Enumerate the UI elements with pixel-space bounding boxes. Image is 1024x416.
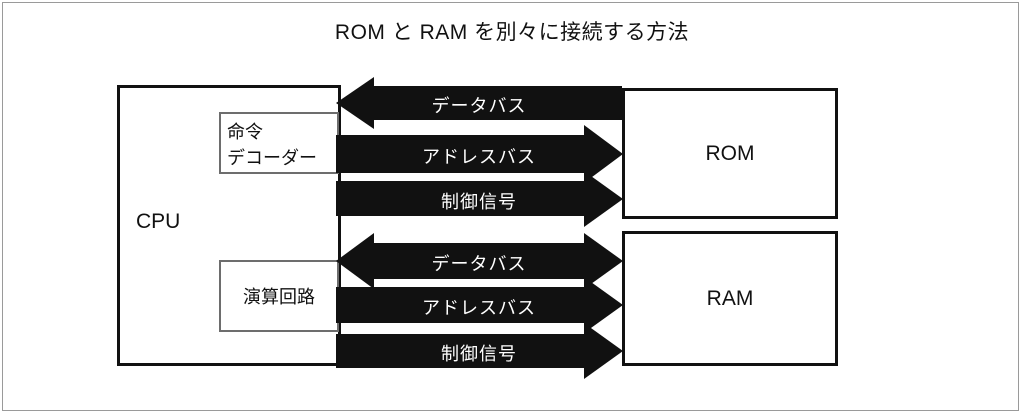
bus-shaft <box>336 287 586 323</box>
bus-shaft <box>336 181 586 216</box>
arrow-head-right-icon <box>584 171 623 227</box>
ram-label: RAM <box>706 286 754 310</box>
ram-block: RAM <box>622 231 838 366</box>
bus-shaft <box>336 135 586 173</box>
arrow-head-left-icon <box>336 233 374 289</box>
rom-label: ROM <box>705 141 755 165</box>
rom-block: ROM <box>622 88 838 219</box>
bus-rom-address-bus: アドレスバス <box>336 125 623 187</box>
cpu-label: CPU <box>136 210 181 233</box>
bus-ram-control-bus: 制御信号 <box>336 323 623 386</box>
bus-rom-control-bus: 制御信号 <box>336 171 623 233</box>
bus-ram-address-bus: アドレスバス <box>336 277 623 339</box>
arrow-head-right-icon <box>584 323 623 379</box>
instruction-decoder-block: 命令 デコーダー <box>219 112 339 174</box>
bus-rom-data-bus: データバス <box>336 77 622 138</box>
page-title: ROM と RAM を別々に接続する方法 <box>334 21 690 44</box>
bus-shaft <box>336 334 586 368</box>
page-border <box>2 2 1019 411</box>
arithmetic-circuit-block: 演算回路 <box>219 260 339 332</box>
arithmetic-circuit-label: 演算回路 <box>243 287 315 307</box>
bus-shaft <box>372 243 586 279</box>
instruction-decoder-label-line2: デコーダー <box>227 148 317 168</box>
instruction-decoder-label-line1: 命令 <box>227 122 263 142</box>
arrow-head-left-icon <box>336 77 374 129</box>
bus-shaft <box>372 86 622 120</box>
